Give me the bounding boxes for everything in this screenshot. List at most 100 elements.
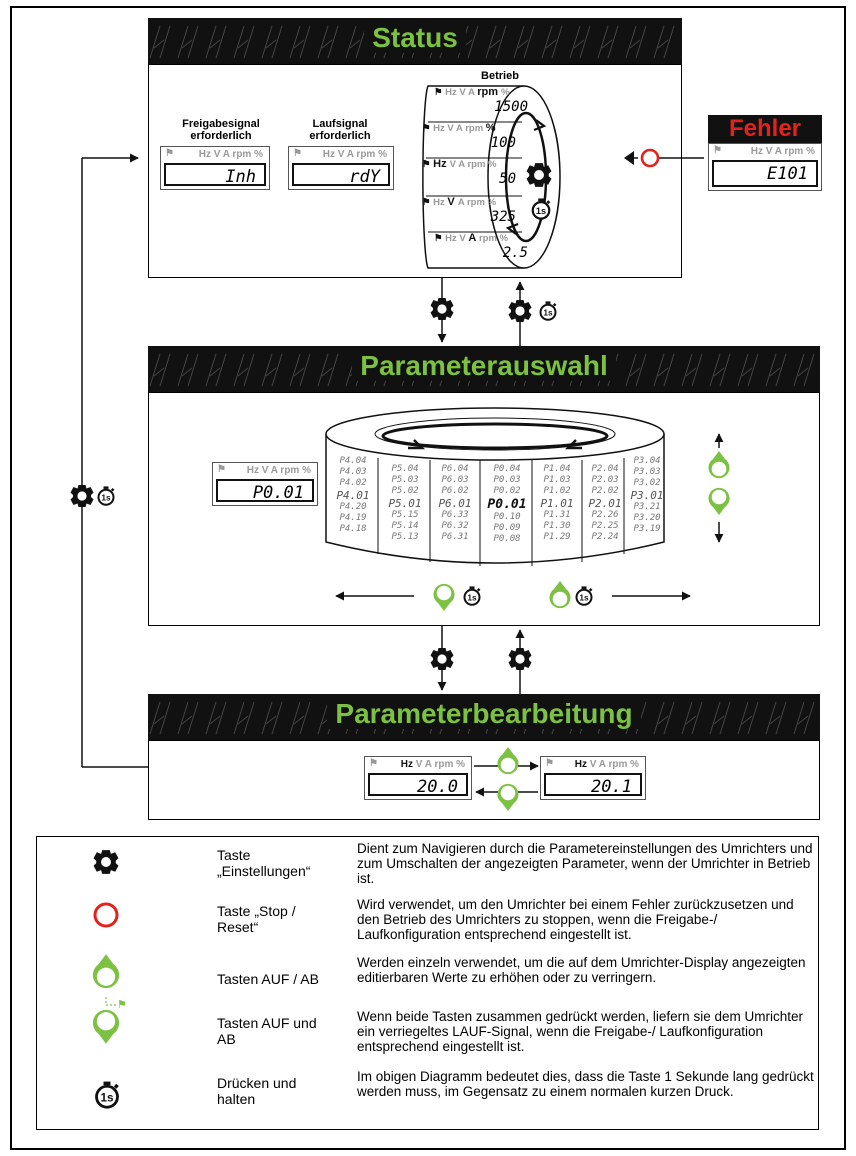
drum-unit-label: Hz (433, 158, 450, 170)
param-code: P5.13 (391, 532, 419, 542)
drum-unit-label: A (468, 232, 479, 244)
drum-row-value: 1500 (494, 99, 528, 115)
stop-reset-icon[interactable] (640, 148, 660, 168)
legend-icons: ⚑ (92, 850, 127, 1109)
param-selection-banner: Parameterauswahl (148, 346, 820, 392)
param-code: P0.03 (493, 475, 521, 485)
edit-left-value: 20.0 (368, 773, 468, 797)
param-code: P6.01 (438, 497, 472, 510)
drum-row-value: 2.5 (502, 245, 528, 261)
param-code: P6.32 (441, 521, 469, 531)
drum-row: ⚑ Hz V A rpm % 1500 (434, 86, 532, 120)
param-code: P3.19 (633, 524, 661, 534)
param-code: P0.01 (487, 497, 527, 512)
edit-left-display: ⚑Hz V A rpm % 20.0 (364, 756, 472, 800)
gear-icon[interactable] (430, 298, 454, 320)
timer-1s-icon (539, 301, 558, 321)
drum-unit-label: Hz (433, 197, 448, 208)
run-icon: ⚑ (434, 87, 446, 98)
run-icon: ⚑ (713, 145, 722, 156)
run-icon: ⚑ (165, 148, 174, 159)
drum-unit-label: % (488, 159, 497, 170)
param-editing-panel (148, 740, 820, 820)
unit-labels: Hz V A rpm % (198, 149, 263, 160)
drum-unit-label: % (487, 197, 497, 208)
status-drum (422, 85, 561, 269)
run-signal-label: Laufsignal erforderlich (309, 118, 371, 142)
param-code: P5.02 (391, 486, 419, 496)
param-selection-display: ⚑Hz V A rpm % P0.01 (212, 462, 318, 506)
run-icon: ⚑ (217, 464, 226, 475)
drum-unit-label: A (457, 197, 467, 208)
run-icon: ⚑ (293, 148, 302, 159)
param-selection-display-value: P0.01 (216, 479, 314, 503)
gear-icon[interactable] (508, 648, 532, 670)
param-code: P2.03 (591, 475, 619, 485)
legend-key-name: Taste „Stop / Reset“ (217, 903, 296, 935)
param-code: P5.04 (391, 464, 419, 474)
gear-icon (93, 850, 119, 874)
param-code: P2.25 (591, 521, 619, 531)
param-code: P0.04 (493, 464, 521, 474)
param-code: P0.10 (493, 512, 521, 522)
drum-unit-label: rpm (466, 197, 488, 208)
drum-unit-label: A (468, 87, 478, 98)
flow-connectors (70, 148, 704, 768)
drum-row: ⚑ Hz V A rpm % 100 (422, 122, 520, 156)
param-updown-control (708, 433, 730, 543)
param-code: P4.20 (339, 502, 367, 512)
stop-reset-icon (93, 902, 119, 928)
drum-row-value: 50 (499, 171, 516, 187)
param-code: P2.24 (591, 532, 619, 542)
unit-labels: Hz V A rpm % (750, 146, 815, 157)
param-code: P5.14 (391, 521, 419, 531)
drum-row: ⚑ Hz V A rpm % 325 (422, 196, 520, 230)
unit-labels: Hz V A rpm % (400, 759, 465, 770)
drum-row-units: ⚑ Hz V A rpm % (434, 232, 508, 244)
legend-key-description: Dient zum Navigieren durch die Parameter… (357, 841, 813, 886)
param-code: P6.02 (441, 486, 469, 496)
drum-unit-label: Hz (445, 87, 460, 98)
run-icon: ⚑ (422, 159, 434, 170)
drum-unit-label: % (499, 233, 509, 244)
param-code: P4.19 (339, 513, 367, 523)
param-code: P3.01 (630, 489, 664, 502)
param-code: P1.03 (543, 475, 571, 485)
run-icon: ⚑ (434, 233, 446, 244)
up-button-icon (92, 954, 120, 989)
gear-icon[interactable] (70, 485, 94, 507)
param-code: P4.01 (336, 489, 370, 502)
edit-right-value: 20.1 (544, 773, 642, 797)
drum-unit-label: V (459, 233, 469, 244)
run-display: ⚑Hz V A rpm % rdY (288, 146, 394, 190)
drum-unit-label: Hz (433, 123, 448, 134)
drum-unit-label: A (456, 123, 466, 134)
gear-icon[interactable] (508, 300, 532, 322)
param-editing-title: Parameterbearbeitung (327, 698, 641, 729)
enable-signal-label: Freigabesignal erforderlich (182, 118, 260, 142)
param-code: P3.04 (633, 456, 661, 466)
legend-key-name: Tasten AUF und AB (217, 1015, 317, 1047)
param-selection-title: Parameterauswahl (352, 350, 616, 381)
drum-row: ⚑ Hz V A rpm % 2.5 (434, 232, 532, 266)
status-banner: Status (148, 18, 682, 64)
legend-table: ⚑ Taste „Einstellungen“Dient zum Navigie… (36, 836, 819, 1130)
fault-title: Fehler (708, 115, 822, 143)
param-leftright-control (335, 581, 691, 611)
timer-1s-icon (97, 486, 116, 506)
drum-row-value: 325 (490, 209, 516, 225)
param-editing-banner: Parameterbearbeitung (148, 694, 820, 740)
drum-row: ⚑ Hz V A rpm % 50 (422, 158, 520, 192)
param-code: P1.30 (543, 521, 571, 531)
param-code: P6.31 (441, 532, 469, 542)
drum-row-value: 100 (490, 135, 516, 151)
gear-icon[interactable] (430, 648, 454, 670)
legend-key-description: Im obigen Diagramm bedeutet dies, dass d… (357, 1069, 814, 1099)
legend-key-name: Drücken und halten (217, 1075, 297, 1107)
run-icon: ⚑ (422, 123, 434, 134)
